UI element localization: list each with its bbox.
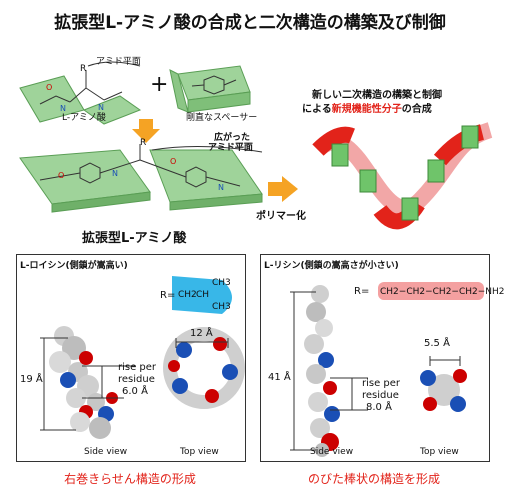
leucine-ch3-bottom: CH3 — [212, 302, 231, 312]
leucine-ch3-top: CH3 — [212, 278, 231, 288]
widened-amide-label-2: アミド平面 — [208, 143, 253, 153]
spacer-plate — [169, 65, 251, 113]
lysine-rise-2: residue — [362, 390, 399, 401]
svg-text:O: O — [46, 83, 52, 92]
svg-text:O: O — [58, 171, 64, 180]
right-arrow — [268, 176, 298, 202]
lysine-figure — [290, 282, 484, 457]
schematic-top: N N O O N O N — [19, 61, 493, 230]
lysine-chain: CH2−CH2−CH2−CH2−NH2 — [380, 287, 505, 297]
lysine-heading: L-リシン(側鎖の嵩高さが小さい) — [264, 261, 399, 271]
leucine-rise-3: 6.0 Å — [122, 386, 148, 397]
leucine-height: 19 Å — [20, 374, 43, 385]
leucine-figure — [40, 276, 245, 439]
svg-text:N: N — [112, 169, 118, 178]
goal-line-2: による新規機能性分子の合成 — [302, 104, 432, 115]
leucine-r-label: R= — [160, 290, 176, 301]
svg-text:N: N — [98, 103, 104, 112]
svg-text:N: N — [218, 183, 224, 192]
rigid-spacer-label: 剛直なスペーサー — [186, 113, 258, 123]
expanded-amino-acid-plates: O N O N — [19, 144, 263, 213]
leucine-top-view-molecule — [163, 327, 245, 409]
r-label-expanded: R — [140, 138, 147, 148]
l-amino-acid-label: L-アミノ酸 — [62, 113, 106, 123]
lysine-height: 41 Å — [268, 372, 291, 383]
lysine-rise-1: rise per — [362, 378, 401, 389]
plus-sign: + — [150, 72, 169, 97]
widened-amide-label-1: 広がった — [214, 133, 251, 143]
lysine-top-view-molecule — [420, 369, 467, 412]
expanded-amino-acid-label: 拡張型L-アミノ酸 — [82, 231, 187, 246]
lysine-rise-3: 8.0 Å — [366, 402, 392, 413]
amide-plane-label: アミド平面 — [96, 57, 141, 67]
r-label: R — [80, 64, 87, 74]
down-arrow — [132, 119, 160, 143]
leucine-rise-1: rise per — [118, 362, 157, 373]
lysine-r-label: R= — [354, 286, 370, 297]
helix-ribbon — [312, 122, 493, 230]
leucine-ch: CH — [196, 290, 210, 300]
lysine-side-view-molecule — [304, 285, 340, 457]
lysine-width: 5.5 Å — [424, 338, 450, 349]
lysine-top-view-label: Top view — [420, 447, 459, 457]
lysine-side-view-label: Side view — [310, 447, 354, 457]
leucine-heading: L-ロイシン(側鎖が嵩高い) — [20, 261, 128, 271]
lysine-caption: のびた棒状の構造を形成 — [307, 472, 440, 486]
svg-text:O: O — [170, 157, 176, 166]
leucine-top-view-label: Top view — [180, 447, 219, 457]
leucine-ch2: CH2 — [178, 290, 197, 300]
goal-line-1: 新しい二次構造の構築と制御 — [312, 90, 442, 101]
leucine-side-view-molecule — [49, 326, 118, 439]
leucine-side-view-label: Side view — [84, 447, 128, 457]
polymerize-label: ポリマー化 — [256, 211, 306, 222]
svg-text:N: N — [60, 104, 66, 113]
leucine-caption: 右巻きらせん構造の形成 — [64, 472, 196, 486]
page-title: 拡張型L-アミノ酸の合成と二次構造の構築及び制御 — [54, 13, 446, 33]
leucine-rise-2: residue — [118, 374, 155, 385]
amino-acid-plate: N N O — [19, 70, 142, 125]
leucine-width: 12 Å — [190, 328, 213, 339]
